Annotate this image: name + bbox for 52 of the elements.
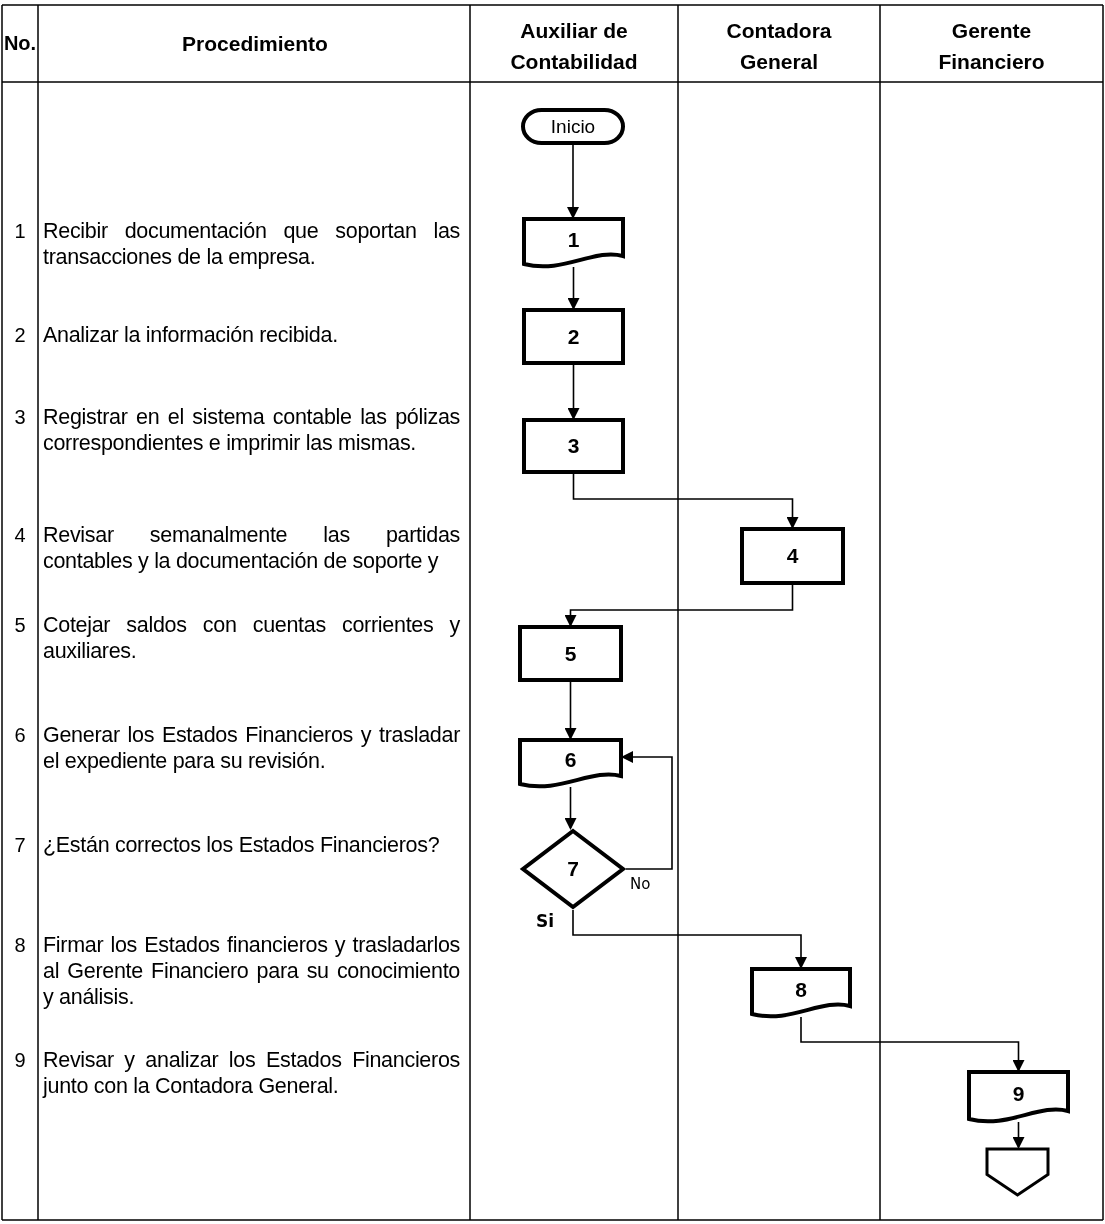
step-description: ¿Están correctos los Estados Financieros? [43,832,441,858]
off-page-connector [985,1147,1050,1197]
step-description: Revisar semanalmente las partidas contables y la documentación de soporte y [43,522,460,574]
decision-diamond [520,828,626,910]
lane-header: Auxiliar de Contabilidad [509,18,639,75]
step-number: 4 [13,524,27,547]
step-number: 9 [1011,1081,1026,1106]
step-description: Firmar los Estados financieros y trasladarlos al Gerente Financiero para su conocimiento y análisis. [43,932,460,1010]
arrow [564,681,577,740]
column-header: Procedimiento [181,31,329,57]
arrow [567,266,580,310]
step-description: Recibir documentación que soportan las transacciones de la empresa. [43,218,460,270]
step-number: 5 [13,614,27,637]
arrow [621,751,673,870]
step-description: Cotejar saldos con cuentas corrientes y auxiliares. [43,612,460,664]
arrow [800,1016,1025,1072]
step-number: 9 [13,1049,27,1072]
arrow [567,364,580,420]
start-terminal [521,108,625,145]
step-description: Analizar la información recibida. [43,322,339,348]
step-number: 7 [566,857,580,881]
step-number: 5 [563,641,578,666]
process-box [522,418,625,474]
arrow [564,584,794,627]
step-number: 6 [13,724,27,747]
step-number: 3 [566,434,581,458]
step-number: 7 [13,834,27,857]
step-number: 6 [563,748,578,772]
step-number: 1 [13,220,27,243]
step-number: 3 [13,406,27,429]
arrow [572,473,799,529]
step-number: 4 [785,544,800,568]
terminal-label: Inicio [549,114,597,139]
edge-label: Si [536,912,555,930]
lane-header: Contadora General [725,18,833,75]
arrow [564,786,577,830]
step-number: 8 [794,977,808,1002]
step-number: 2 [566,324,581,349]
process-box [518,625,623,682]
lane-header: Gerente Financiero [937,18,1046,75]
step-number: 8 [13,934,27,957]
column-header: No. [2,31,38,56]
arrow [572,909,807,969]
arrow [567,144,579,219]
arrow [1012,1121,1025,1149]
step-description: Revisar y analizar los Estados Financieros junto con la Contadora General. [43,1047,460,1099]
process-box [740,527,845,585]
step-number: 1 [566,227,581,252]
process-box [522,308,625,365]
step-description: Registrar en el sistema contable las pólizas correspondientes e imprimir las mismas. [43,404,460,456]
step-description: Generar los Estados Financieros y trasladar el expediente para su revisión. [43,722,460,774]
step-number: 2 [13,324,27,347]
